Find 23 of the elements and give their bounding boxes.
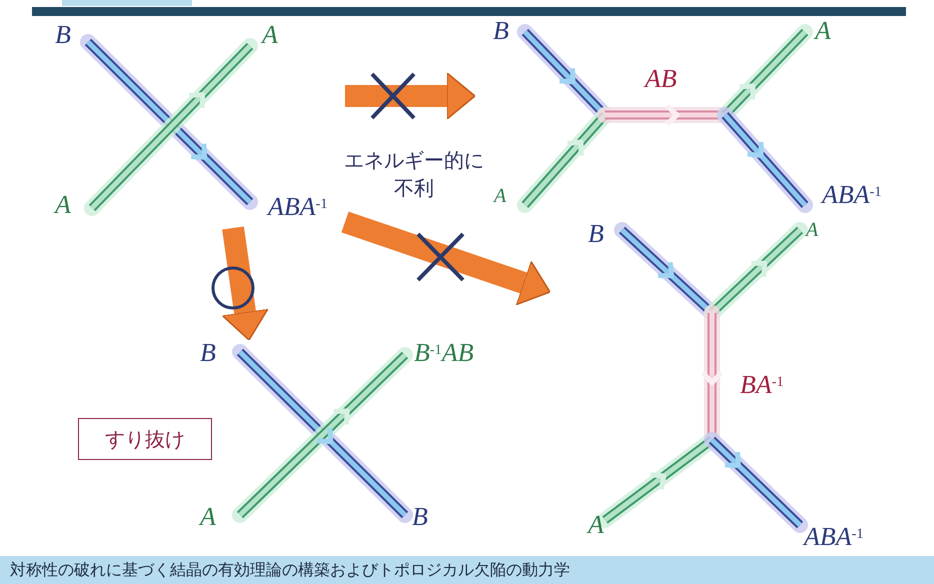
line-label: A [494, 186, 506, 206]
line-label: ABA$^{-1}$ [804, 524, 864, 550]
line-label: B [55, 22, 71, 48]
block-arrow [341, 212, 551, 306]
footer-caption: 対称性の破れに基づく結晶の有効理論の構築およびトポロジカル欠陥の動力学 [0, 556, 934, 584]
line-label: B [493, 18, 509, 44]
line-label: A [806, 220, 818, 240]
line-label: A [588, 512, 604, 538]
line-label: B [200, 340, 216, 366]
line-label: A [815, 18, 831, 44]
line-label: A [55, 192, 71, 218]
line-label: B$^{-1}$AB [414, 340, 474, 366]
line-label: A [262, 22, 278, 48]
line-label: BA$^{-1}$ [740, 372, 784, 398]
line-label: ABA$^{-1}$ [268, 194, 328, 220]
line-label: A [200, 504, 216, 530]
label-box: すり抜け [78, 418, 212, 460]
line-label: B [412, 504, 428, 530]
line-label: AB [645, 66, 677, 92]
block-arrow [222, 226, 269, 341]
line-label: B [588, 221, 604, 247]
line-label: ABA$^{-1}$ [822, 182, 882, 208]
annotation-text: エネルギー的に不利 [343, 147, 485, 202]
